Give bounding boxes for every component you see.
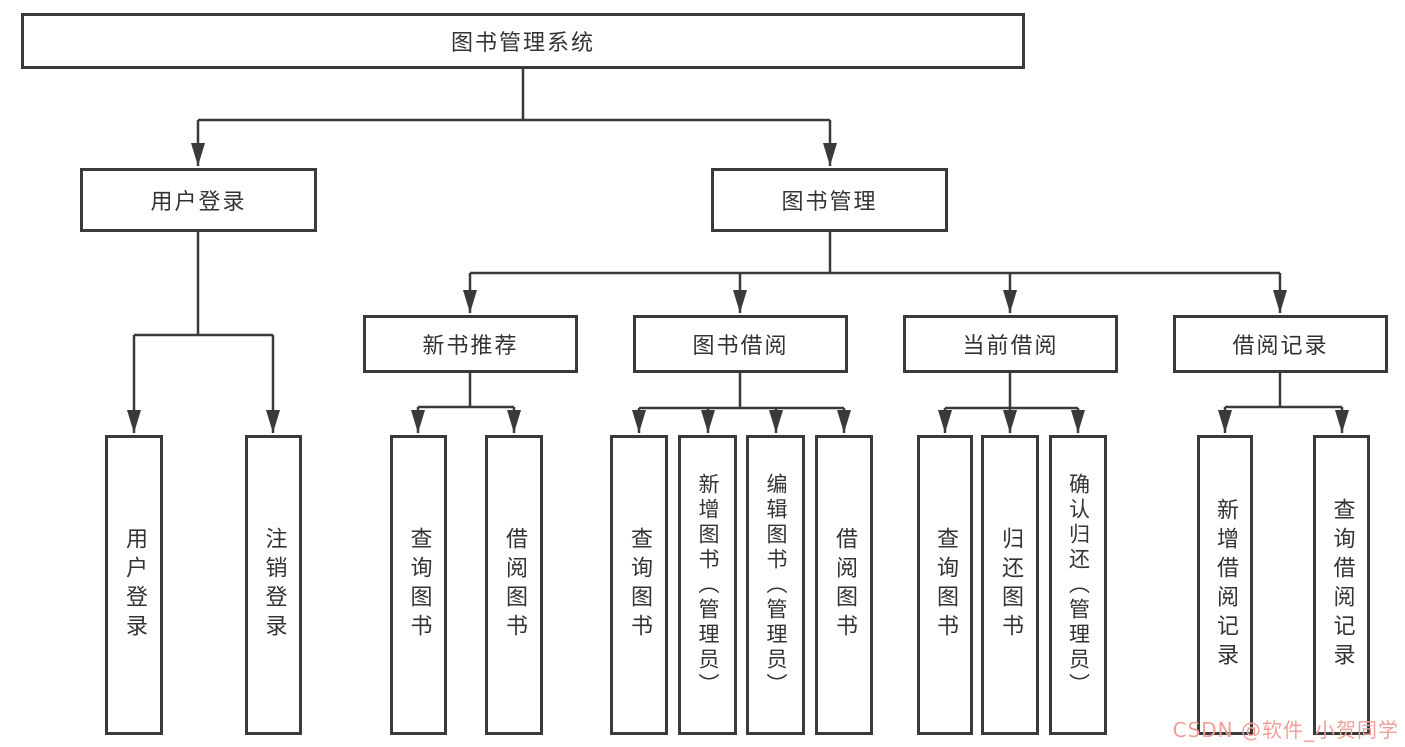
connector-arrows: [127, 120, 1349, 433]
leaf-return-books: 归还图书: [981, 435, 1039, 735]
leaf-logout: 注销登录: [245, 435, 302, 735]
leaf-add-borrow-record: 新增借阅记录: [1197, 435, 1253, 735]
leaf-query-borrow-record: 查询借阅记录: [1313, 435, 1370, 735]
leaf-edit-books-admin: 编辑图书（管理员）: [746, 435, 805, 735]
node-book-borrow: 图书借阅: [633, 315, 848, 373]
node-new-book-recommend: 新书推荐: [363, 315, 578, 373]
csdn-watermark: CSDN @软件_小贺同学: [1172, 718, 1399, 742]
leaf-query-books-current: 查询图书: [917, 435, 973, 735]
leaf-borrow-books: 借阅图书: [815, 435, 873, 735]
node-library-management-system: 图书管理系统: [21, 13, 1025, 69]
node-book-management: 图书管理: [711, 168, 948, 232]
leaf-query-books-recommend: 查询图书: [390, 435, 447, 735]
leaf-borrow-books-recommend: 借阅图书: [485, 435, 543, 735]
leaf-confirm-return-admin: 确认归还（管理员）: [1049, 435, 1107, 735]
leaf-user-login: 用户登录: [105, 435, 163, 735]
leaf-add-books-admin: 新增图书（管理员）: [678, 435, 737, 735]
node-user-login: 用户登录: [80, 168, 317, 232]
node-current-borrow: 当前借阅: [903, 315, 1118, 373]
node-borrow-records: 借阅记录: [1173, 315, 1388, 373]
leaf-query-books-borrow: 查询图书: [610, 435, 668, 735]
